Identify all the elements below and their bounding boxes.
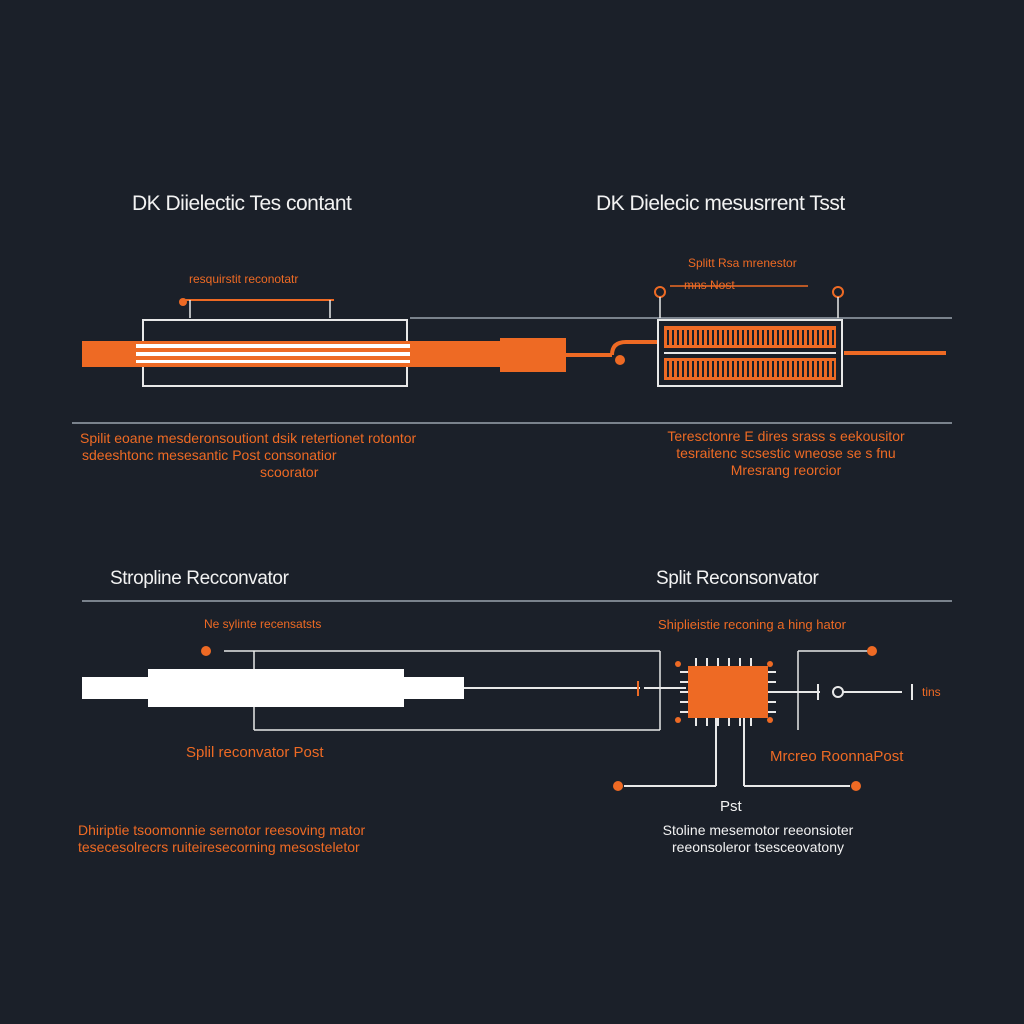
top-left-caption-line1: Spilit eoane mesderonsoutiont dsik reter… (80, 430, 417, 446)
bottom-right-caption-line2: reeonsoleror tsesceovatony (672, 839, 844, 855)
top-right-caption-line1: Teresctonre E dires srass s eekousitor (667, 428, 905, 444)
heading-top-left: DK Diielectic Tes contant (132, 192, 352, 215)
bottom-left-tag: Ne sylinte recensatsts (204, 617, 322, 631)
heading-bottom-left: Stropline Recconvator (110, 568, 289, 589)
stripline-left-stub (82, 677, 150, 699)
bottom-right-side-label: tins (922, 685, 941, 699)
heading-bottom-right: Split Reconsonvator (656, 568, 819, 589)
bottom-right-callout: Mrcreo RoonnaPost (770, 748, 904, 765)
top-right-tag-line2: mns Nost (684, 278, 735, 292)
top-right-caption: Teresctonre E dires srass s eekousitor t… (654, 428, 918, 479)
probe-tip (832, 686, 844, 698)
bottom-right-caption-line1: Stoline mesemotor reeonsioter (662, 822, 854, 838)
bottom-left-callout: Splil reconvator Post (186, 744, 324, 761)
heading-top-right: DK Dielecic mesusrrent Tsst (596, 192, 845, 215)
split-post-housing (657, 319, 843, 387)
tag-dot (179, 298, 187, 306)
top-left-tag: resquirstit reconotatr (189, 272, 299, 286)
top-left-caption-line2: sdeeshtonc mesesantic Post consonatior (82, 447, 337, 463)
top-left-caption-line3: scoorator (260, 464, 319, 480)
stripline-right-stub (404, 677, 464, 699)
top-right-tag-line1: Splitt Rsa mrenestor (688, 256, 797, 270)
bottom-left-caption-line1: Dhiriptie tsoomonnie sernotor reesoving … (78, 822, 366, 838)
bottom-right-caption: Stoline mesemotor reeonsioter reeonsoler… (634, 822, 882, 856)
bottom-right-tag: Shiplieistie reconing a hing hator (658, 617, 846, 632)
top-right-resonator (654, 285, 946, 387)
hook-connector (610, 340, 658, 356)
top-right-caption-line2: tesraitenc scsestic wneose se s fnu (676, 445, 896, 461)
top-left-caption: Spilit eoane mesderonsoutiont dsik reter… (80, 430, 416, 481)
bottom-left-caption: Dhiriptie tsoomonnie sernotor reesoving … (78, 822, 365, 856)
bottom-right-resonator (613, 646, 913, 791)
coupler-block (500, 338, 566, 372)
top-left-resonator (82, 298, 658, 387)
top-right-caption-line3: Mresrang reorcior (730, 462, 842, 478)
resonator-chip (688, 666, 768, 718)
bottom-left-resonator (82, 646, 686, 731)
bottom-right-post-label: Pst (720, 798, 742, 815)
bottom-left-caption-line2: tesecesolrecrs ruiteiresecorning mesoste… (78, 839, 360, 855)
stripline-body (148, 669, 404, 707)
